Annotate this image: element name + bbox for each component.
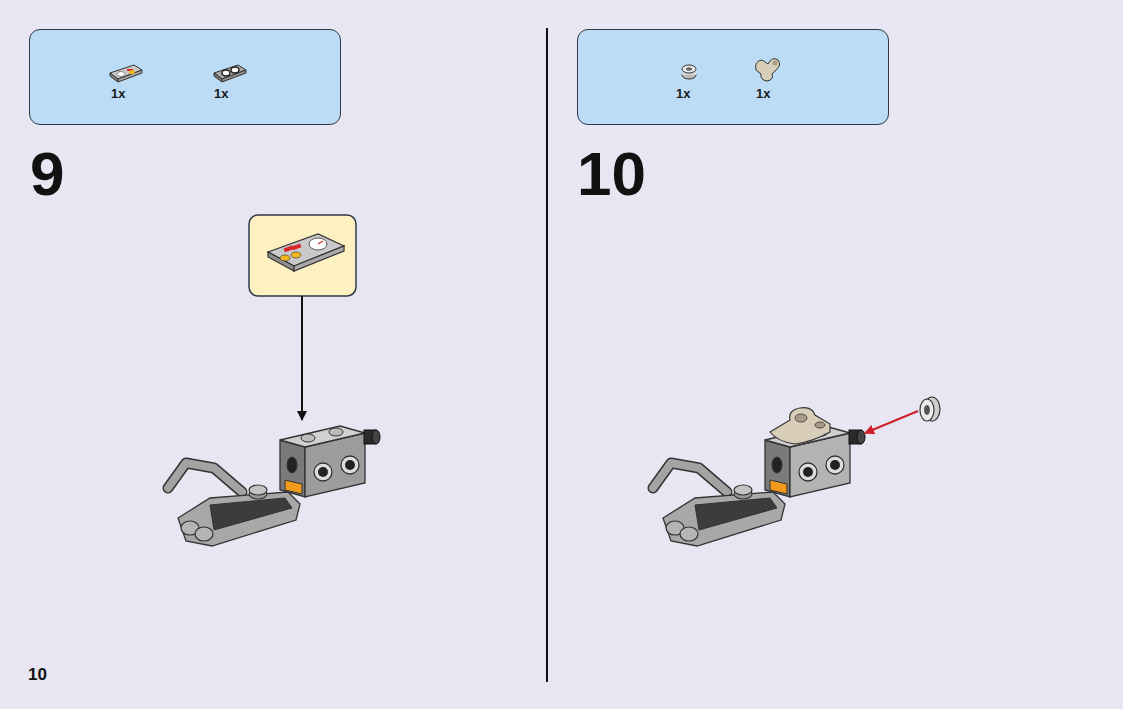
- round-cap-piece: [920, 397, 940, 421]
- part-quantity: 1x: [756, 87, 770, 100]
- page-number: 10: [28, 666, 47, 683]
- page-divider: [546, 28, 548, 682]
- part-quantity: 1x: [111, 87, 125, 100]
- placement-arrow: [301, 296, 303, 420]
- parts-list-box: 1x 1x: [29, 29, 341, 125]
- step-number: 9: [30, 143, 64, 205]
- part-callout: [249, 215, 356, 296]
- sub-assembly: [653, 426, 865, 546]
- part-icons: [578, 30, 890, 126]
- tan-clip-piece: [770, 408, 830, 444]
- sub-assembly: [168, 426, 380, 546]
- part-quantity: 1x: [676, 87, 690, 100]
- part-icons: [30, 30, 342, 126]
- part-quantity: 1x: [214, 87, 228, 100]
- step-number: 10: [577, 143, 646, 205]
- parts-list-box: 1x 1x: [577, 29, 889, 125]
- placement-arrow: [865, 411, 918, 433]
